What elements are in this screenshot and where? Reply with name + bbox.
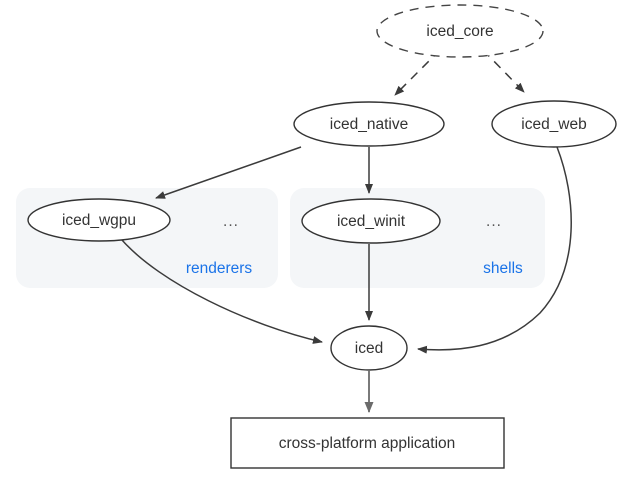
edge-iced-wgpu-to-iced <box>121 239 323 344</box>
node-iced-native[interactable]: iced_native <box>293 101 445 147</box>
edge-iced-web-to-iced <box>417 146 572 354</box>
node-iced-shape[interactable] <box>330 325 408 371</box>
node-iced-winit-label: iced_winit <box>337 213 406 230</box>
cluster-shells-label: shells <box>483 260 523 277</box>
node-iced-native-label: iced_native <box>330 116 408 133</box>
node-iced-web[interactable]: iced_web <box>491 100 617 148</box>
node-cross-platform-application[interactable]: cross-platform application <box>230 417 505 469</box>
edge-iced-core-to-iced-web <box>482 49 525 93</box>
node-iced-core-shape[interactable] <box>376 4 544 58</box>
node-iced[interactable]: iced <box>330 325 408 371</box>
node-iced-core[interactable]: iced_core <box>376 4 544 58</box>
edge-iced-native-to-iced-wgpu <box>155 146 302 199</box>
node-iced-native-shape[interactable] <box>293 101 445 147</box>
renderers-more-ellipsis: ... <box>223 213 239 230</box>
shells-more-ellipsis: ... <box>486 213 502 230</box>
node-iced-core-label: iced_core <box>426 23 493 40</box>
cluster-renderers-label: renderers <box>186 260 253 277</box>
node-iced-wgpu-label: iced_wgpu <box>62 212 136 229</box>
node-iced-wgpu-shape[interactable] <box>27 198 171 242</box>
edge-iced-core-to-iced-native <box>394 49 441 96</box>
node-iced-web-label: iced_web <box>521 116 587 133</box>
node-iced-winit[interactable]: iced_winit <box>301 198 441 244</box>
node-iced-wgpu[interactable]: iced_wgpu <box>27 198 171 242</box>
node-iced-web-shape[interactable] <box>491 100 617 148</box>
node-cross-platform-application-label: cross-platform application <box>279 435 456 452</box>
node-cross-platform-application-shape[interactable] <box>230 417 505 469</box>
node-iced-label: iced <box>355 340 383 357</box>
node-iced-winit-shape[interactable] <box>301 198 441 244</box>
